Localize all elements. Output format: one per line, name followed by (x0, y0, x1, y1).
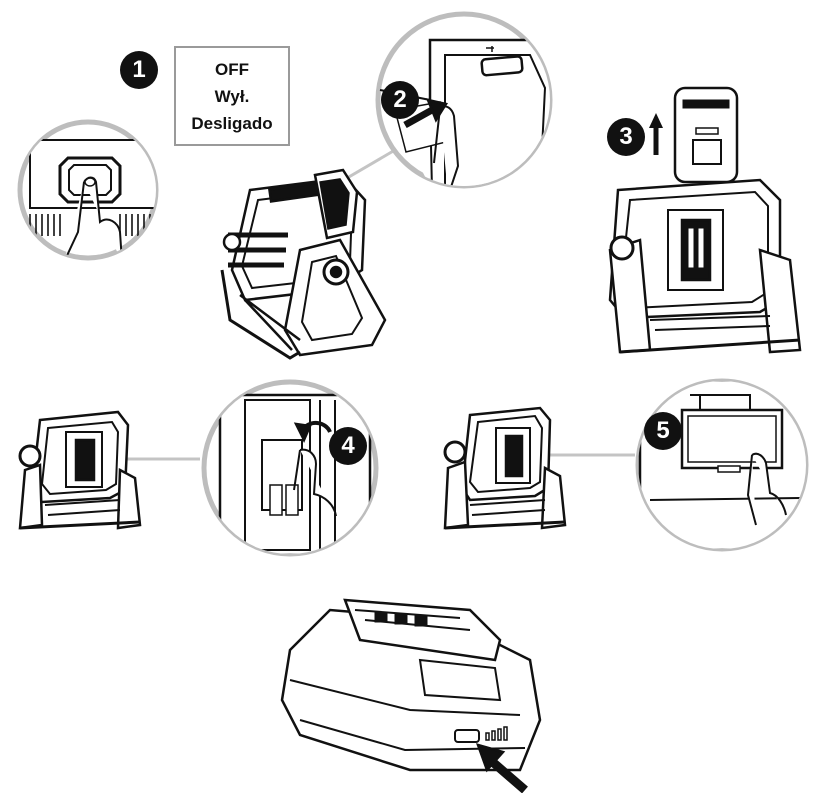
off-label-line3: Desligado (191, 110, 272, 137)
battery-pack (282, 600, 540, 790)
step-badge-2: 2 (381, 81, 419, 119)
step-badge-5: 5 (644, 412, 682, 450)
arrow-up-icon (649, 113, 663, 155)
work-light-small-right (445, 408, 565, 528)
off-label-box: OFF Wył. Desligado (174, 46, 290, 146)
step-badge-4: 4 (329, 427, 367, 465)
callout-battery-slot (204, 382, 376, 555)
off-label-line1: OFF (215, 56, 249, 83)
work-light-main (222, 170, 385, 358)
step-badge-3: 3 (607, 118, 645, 156)
callout-switch-press (20, 122, 160, 262)
callout-battery-slot-cover (638, 380, 810, 550)
step-badge-1: 1 (120, 51, 158, 89)
off-label-line2: Wył. (215, 83, 250, 110)
work-light-small-left (20, 412, 140, 528)
